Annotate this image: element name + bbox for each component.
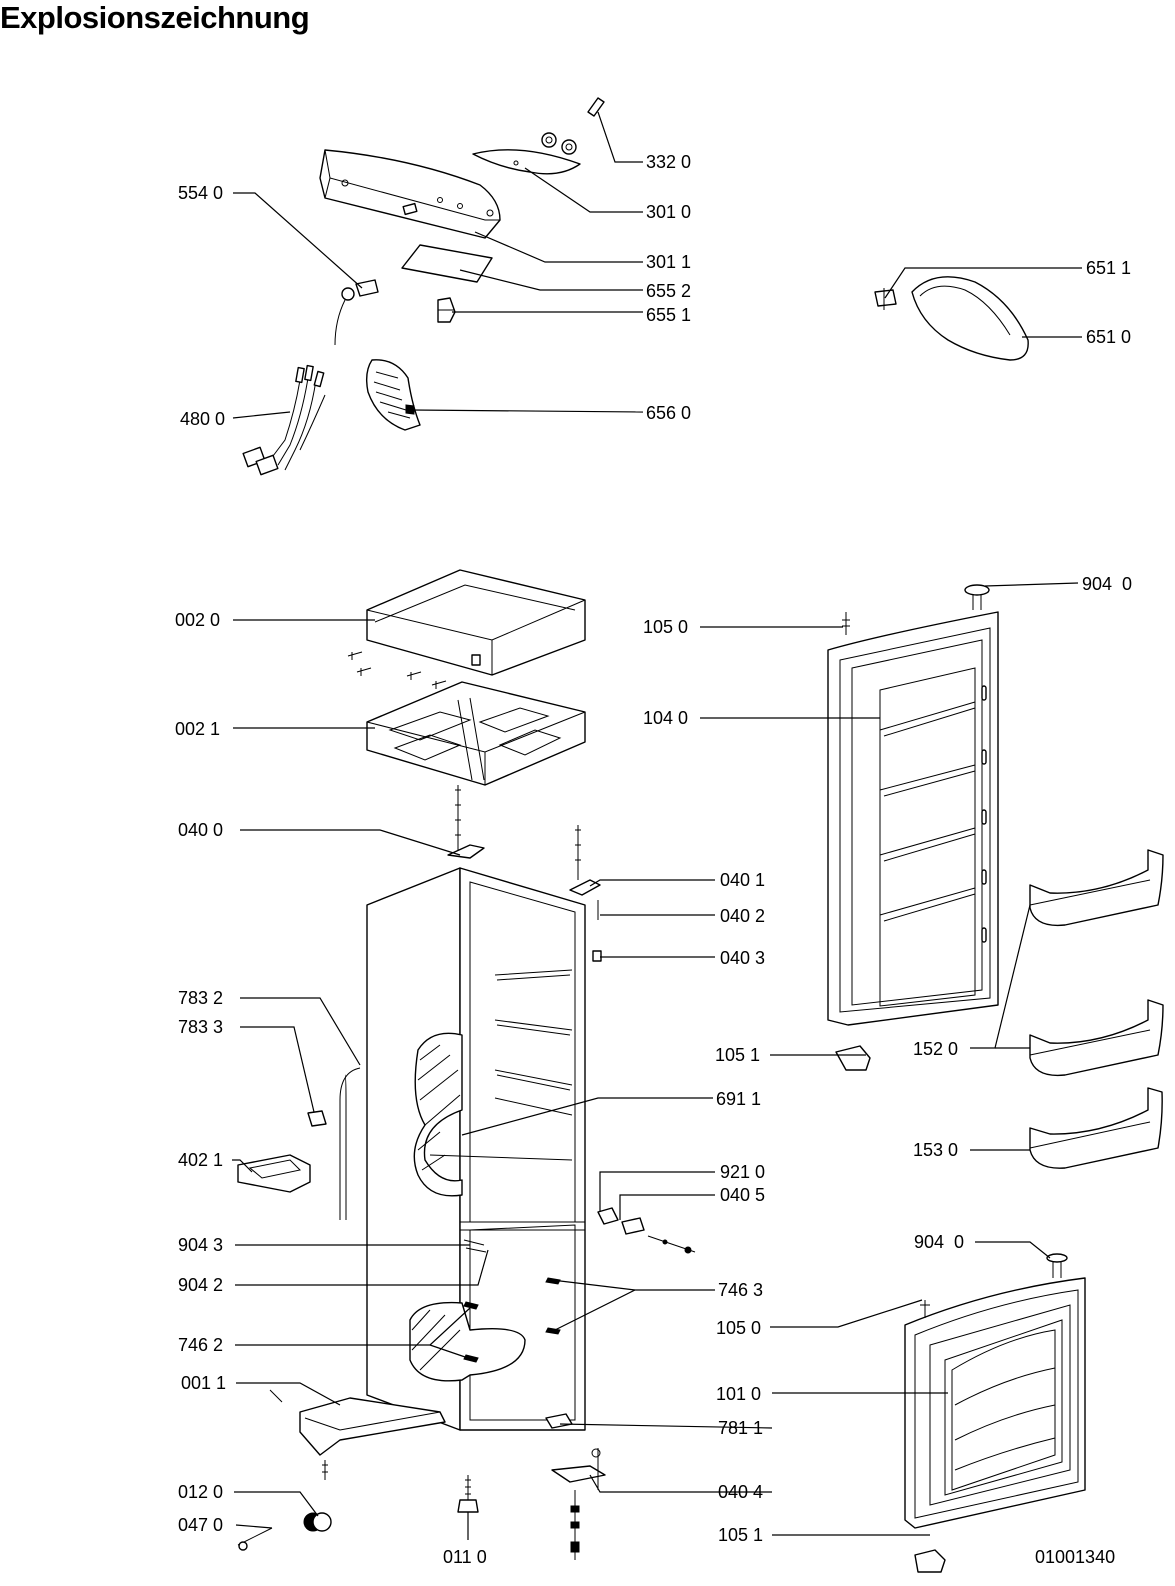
label-105-1-top: 105 1 <box>715 1045 760 1065</box>
label-101-0: 101 0 <box>716 1384 761 1404</box>
label-904-0-bottom: 904 0 <box>914 1232 964 1252</box>
label-152-0: 152 0 <box>913 1039 958 1059</box>
label-904-2: 904 2 <box>178 1275 223 1295</box>
cabinet-group <box>237 785 696 1560</box>
label-002-1: 002 1 <box>175 719 220 739</box>
label-655-2: 655 2 <box>646 281 691 301</box>
label-301-1: 301 1 <box>646 252 691 272</box>
panel-cover-part <box>472 149 581 175</box>
label-746-2: 746 2 <box>178 1335 223 1355</box>
door-bins-group <box>1029 849 1164 1169</box>
freezer-door-part <box>904 1277 1086 1529</box>
lamp-housing-part <box>365 359 421 431</box>
label-904-0-top: 904 0 <box>1082 574 1132 594</box>
label-040-2: 040 2 <box>720 906 765 926</box>
label-332-0: 332 0 <box>646 152 691 172</box>
label-040-4: 040 4 <box>718 1482 763 1502</box>
label-904-3: 904 3 <box>178 1235 223 1255</box>
fridge-door-part <box>827 611 999 1026</box>
page-title: Explosionszeichnung <box>0 0 310 35</box>
label-105-0-bottom: 105 0 <box>716 1318 761 1338</box>
lamp-unit-part <box>911 276 1029 361</box>
label-651-1: 651 1 <box>1086 258 1131 278</box>
knob-part <box>587 97 605 117</box>
label-781-1: 781 1 <box>718 1418 763 1438</box>
label-480-0: 480 0 <box>180 409 225 429</box>
label-105-1-bottom: 105 1 <box>718 1525 763 1545</box>
top-cover-part <box>366 569 586 676</box>
door-bin-part <box>1029 849 1164 927</box>
label-040-0: 040 0 <box>178 820 223 840</box>
freezer-door-group <box>904 1253 1086 1573</box>
switch-part <box>355 279 379 297</box>
label-402-1: 402 1 <box>178 1150 223 1170</box>
label-012-0: 012 0 <box>178 1482 223 1502</box>
label-153-0: 153 0 <box>913 1140 958 1160</box>
label-691-1: 691 1 <box>716 1089 761 1109</box>
label-921-0: 921 0 <box>720 1162 765 1182</box>
lamp-unit-651-group <box>874 276 1029 361</box>
label-040-1: 040 1 <box>720 870 765 890</box>
label-651-0: 651 0 <box>1086 327 1131 347</box>
thermostat-panel-group <box>242 97 605 476</box>
fridge-door-group <box>827 584 999 1071</box>
label-783-3: 783 3 <box>178 1017 223 1037</box>
door-bin-part <box>1029 999 1164 1077</box>
part-labels: 332 0 301 0 301 1 554 0 655 2 655 1 651 … <box>175 152 1132 1567</box>
cable-harness-part <box>242 364 326 476</box>
leader-lines <box>232 111 1082 1540</box>
label-656-0: 656 0 <box>646 403 691 423</box>
top-cover-group <box>347 569 586 786</box>
label-001-1: 001 1 <box>181 1373 226 1393</box>
drawing-number: 01001340 <box>1035 1547 1115 1567</box>
label-002-0: 002 0 <box>175 610 220 630</box>
label-011-0: 011 0 <box>443 1547 487 1567</box>
label-655-1: 655 1 <box>646 305 691 325</box>
door-bin-part <box>1029 1087 1163 1169</box>
label-301-0: 301 0 <box>646 202 691 222</box>
label-040-5: 040 5 <box>720 1185 765 1205</box>
lamp-cover-part <box>401 244 493 283</box>
tray-part <box>237 1154 311 1193</box>
panel-housing-part <box>319 149 501 239</box>
nut-part <box>541 132 557 148</box>
nut-part <box>561 139 577 155</box>
cabinet-front <box>459 867 586 1431</box>
label-746-3: 746 3 <box>718 1280 763 1300</box>
label-554-0: 554 0 <box>178 183 223 203</box>
label-104-0: 104 0 <box>643 708 688 728</box>
label-105-0-top: 105 0 <box>643 617 688 637</box>
base-frame-part <box>299 1397 446 1456</box>
label-040-3: 040 3 <box>720 948 765 968</box>
label-783-2: 783 2 <box>178 988 223 1008</box>
label-047-0: 047 0 <box>178 1515 223 1535</box>
